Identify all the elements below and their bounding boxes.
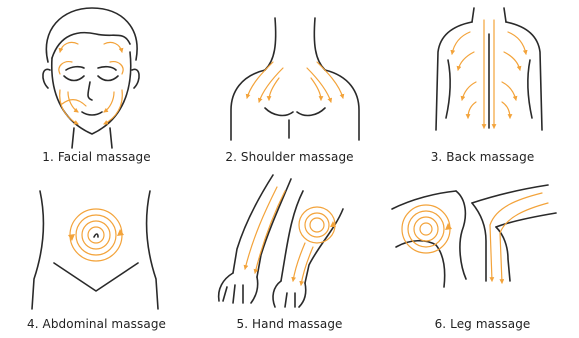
panel-facial: 1. Facial massage (0, 0, 193, 169)
panel-caption: 2. Shoulder massage (193, 150, 386, 164)
panel-caption: 5. Hand massage (193, 317, 386, 331)
back-icon (386, 0, 579, 150)
panel-caption: 6. Leg massage (386, 317, 579, 331)
panel-shoulder: 2. Shoulder massage (193, 0, 386, 169)
panel-back: 3. Back massage (386, 0, 579, 169)
panel-caption: 4. Abdominal massage (0, 317, 193, 331)
panel-caption: 1. Facial massage (0, 150, 193, 164)
panel-caption: 3. Back massage (386, 150, 579, 164)
face-icon (0, 0, 193, 150)
panel-abdominal: 4. Abdominal massage (0, 169, 193, 338)
shoulders-icon (193, 0, 386, 150)
hand-icon (193, 169, 386, 317)
leg-icon (386, 169, 579, 317)
abdomen-icon (0, 169, 193, 317)
panel-hand: 5. Hand massage (193, 169, 386, 338)
panel-leg: 6. Leg massage (386, 169, 579, 338)
